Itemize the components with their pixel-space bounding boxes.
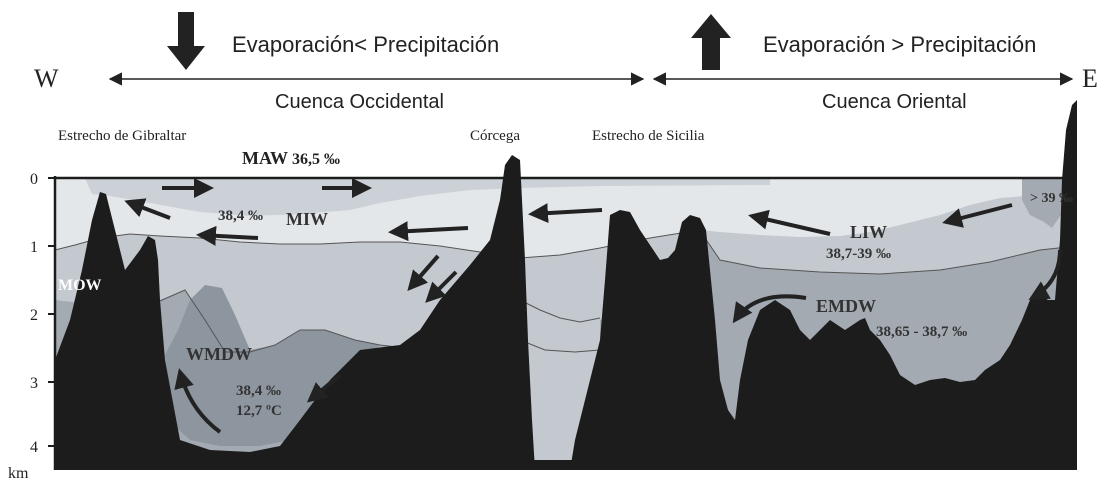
evaporation-less-indicator [167, 12, 205, 70]
east-letter: E [1082, 64, 1098, 93]
depth-axis: 0 1 2 3 4 km [8, 171, 38, 482]
east-surface-salinity: > 39 ‰ [1030, 191, 1073, 206]
water-mass-labels: MAW 36,5 ‰ 38,4 ‰ MIW MOW WMDW 38,4 ‰ 12… [58, 148, 1073, 419]
down-arrow-icon [167, 12, 205, 70]
interface-line-channel [519, 299, 601, 353]
place-corsica: Córcega [470, 128, 520, 144]
wmdw-flow-arrow-2 [425, 270, 458, 303]
maw-salinity: 36,5 ‰ [292, 151, 340, 168]
wmdw-flow-arrow-1 [407, 254, 440, 292]
miw-flow-arrow-3 [388, 221, 469, 242]
emdw-label: EMDW [816, 296, 876, 316]
depth-unit: km [8, 465, 29, 482]
evaporation-greater-indicator [691, 14, 731, 70]
west-letter: W [34, 64, 59, 93]
wmdw-flow-arrow-3 [306, 373, 342, 403]
east-descending-arrow [1028, 249, 1062, 300]
miw-flow-arrow-2 [196, 225, 259, 246]
interface-line-lower [139, 289, 431, 353]
seafloor-base [55, 460, 1077, 470]
interface-line-upper [54, 229, 701, 259]
emdw-curved-arrow [732, 294, 807, 324]
right-balance-label: Evaporación > Precipitación [763, 32, 1036, 57]
depth-tick-3: 3 [30, 375, 38, 392]
up-arrow-icon [691, 14, 731, 70]
depth-tick-1: 1 [30, 239, 38, 256]
miw-flow-arrow-1 [124, 198, 171, 220]
wmdw-label: WMDW [186, 344, 252, 364]
depth-tick-4: 4 [30, 439, 38, 456]
sicily-sill [570, 100, 1077, 470]
left-balance-label: Evaporación< Precipitación [232, 32, 499, 57]
depth-tick-0: 0 [30, 171, 38, 188]
wmdw-salinity: 38,4 ‰ [236, 383, 281, 399]
miw-salinity: 38,4 ‰ [218, 208, 263, 224]
place-sicily: Estrecho de Sicilia [592, 128, 705, 144]
depth-tick-marks [48, 177, 55, 447]
place-gibraltar: Estrecho de Gibraltar [58, 128, 186, 144]
eastern-basin-label: Cuenca Oriental [822, 91, 967, 113]
gibraltar-sill [55, 155, 535, 470]
interface-line-eastern [704, 237, 1078, 275]
miw-label: MIW [286, 209, 328, 229]
liw-flow-arrow-1 [748, 209, 831, 236]
maw-label: MAW [242, 148, 288, 168]
emdw-salinity: 38,65 - 38,7 ‰ [876, 324, 967, 340]
western-basin-label: Cuenca Occidental [275, 91, 444, 113]
wmdw-curved-arrow [174, 368, 222, 434]
flow-arrows [124, 178, 1062, 434]
water-section [54, 178, 1078, 470]
liw-salinity: 38,7-39 ‰ [826, 246, 891, 262]
mow-label: MOW [58, 277, 102, 294]
wmdw-temperature: 12,7 ºC [236, 403, 282, 419]
liw-flow-arrow-2 [942, 203, 1013, 228]
maw-surface-strip [85, 178, 770, 216]
wmdw-core [165, 285, 380, 446]
seafloor-relief [55, 100, 1077, 470]
miw-flow-arrow-4 [528, 203, 603, 224]
liw-label: LIW [850, 222, 887, 242]
depth-tick-2: 2 [30, 307, 38, 324]
